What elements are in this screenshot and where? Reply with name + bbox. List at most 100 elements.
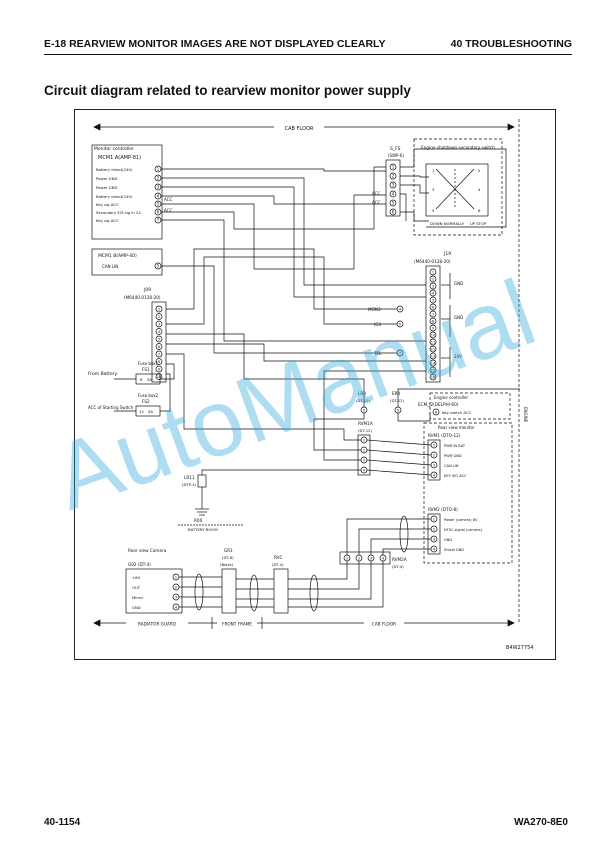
cab-floor-top-arrow: CAB FLOOR <box>93 123 515 132</box>
fuse-name: FS1 <box>142 367 150 372</box>
pin-number: 3 <box>433 463 436 468</box>
acc-switch-label: ACC of Starting Switch <box>88 405 134 410</box>
rvm2-pin-label: NTSC signal (camera) <box>444 528 483 532</box>
j19-gnd-label: GND <box>454 315 463 320</box>
pin-number: 3 <box>433 537 436 542</box>
mcm1b-block: MCM1 B(AMP-40) CAN LIN 5 <box>91 248 163 276</box>
pin-number: 6 <box>435 410 438 415</box>
rvm1-pin-label: PWR IN BAT <box>444 444 466 448</box>
pin-circle <box>429 366 437 374</box>
pin-number: 3 <box>370 556 373 561</box>
pin-number: 5 <box>397 408 400 413</box>
header-chapter-title: 40 TROUBLESHOOTING <box>450 38 572 50</box>
diagram-frame <box>74 109 556 660</box>
wiring <box>160 148 520 612</box>
switch-contact-number: 2 <box>478 168 481 173</box>
rvm2-pin-label: GND <box>444 538 452 542</box>
gr1-name: GR1 <box>224 548 233 553</box>
pin-circle <box>429 268 437 276</box>
engine-controller: Engine controller ECM_J2(DELPHI-60) 6 Ke… <box>418 392 511 420</box>
lr3-name: LR3 <box>358 391 366 396</box>
front-frame-label: FRONT FRAME <box>222 622 252 627</box>
pin-number: 4 <box>432 291 435 295</box>
lr11-r00-ground: LR11 (DTP-4) R00 BATTERY ROOM <box>178 474 244 532</box>
from-battery-label: From Battery <box>88 371 118 377</box>
rvm2a-name: RVM2A <box>392 557 407 562</box>
ecm-name: ECM_J2(DELPHI-60) <box>418 402 459 407</box>
pin-number: 6 <box>157 210 160 215</box>
mcm1a-block: Monitor controller MCM1 A(AMP-81) Batter… <box>91 144 172 240</box>
fuse-number: 6 <box>140 377 143 382</box>
camera-pin-label: Mirror <box>132 595 144 600</box>
model-code: WA270-8E0 <box>514 817 568 828</box>
pin-number: 4 <box>392 192 395 197</box>
rear-view-monitor: Rear view monitor RVM1 (DTO-12) 1 2 3 4 … <box>423 422 513 564</box>
pin-number: 1 <box>363 438 366 443</box>
pin-number: 3 <box>157 185 160 190</box>
switch-up-label: UP STOP <box>470 221 487 226</box>
mcm1a-pin-label: Battery direct(24V) <box>96 167 133 172</box>
fuse-box-label: Fuse box1 <box>138 361 159 366</box>
radiator-guard-label: RADIATOR GUARD <box>138 622 176 627</box>
mcm1a-pin-label: Key sig ACC <box>96 218 119 223</box>
pin-number: 14 <box>431 361 436 365</box>
rvm2a-sub: (DT-4) <box>392 564 404 569</box>
lr3-er4-connectors: LR3 (DT-12) 5 ER4 (DT-12) 5 <box>356 391 405 414</box>
switch-contact-number: 4 <box>478 187 481 192</box>
lr11-sub: (DTP-4) <box>182 482 197 487</box>
pin-circle <box>429 338 437 346</box>
gr1-sub: (DT-8) <box>222 555 234 560</box>
pin-number: 6 <box>392 210 395 215</box>
fuse-box-1: From Battery Fuse box1 FS1 6 5A <box>88 361 161 385</box>
pin-number: 5 <box>157 264 160 269</box>
rvm1a-connector: RVM1A (DT-12) 1 2 3 4 <box>357 421 373 476</box>
pin-circle <box>429 282 437 290</box>
engine-shutdown-switch: Engine shutdown secondary switch 1 2 3 4… <box>413 138 503 236</box>
pin-circle <box>155 350 163 358</box>
rvm-title: Rear view monitor <box>438 425 475 430</box>
pin-number: 4 <box>363 468 366 473</box>
rvm1-pin-label: PWR GND <box>444 454 462 458</box>
pin-number: 7 <box>399 351 402 356</box>
rvm2a-connector: 1 2 3 4 RVM2A (DT-4) <box>339 551 407 569</box>
camera-pin-label: GND <box>132 605 141 610</box>
pin-number: 5 <box>392 201 395 206</box>
pin-number: 16 <box>431 375 436 379</box>
mcm1b-name: MCM1 B(AMP-40) <box>98 253 137 259</box>
pin-number: 8 <box>432 319 435 323</box>
figure-id: B4W27754 <box>506 645 533 651</box>
er4-sub: (DT-12) <box>390 398 405 403</box>
rvm1-pin-label: KEY SIG ACC <box>444 474 467 478</box>
pin-circle <box>429 289 437 297</box>
pin-number: 1 <box>346 556 349 561</box>
fuse-box-2: ACC of Starting Switch Fuse box2 FS2 12 … <box>88 393 161 417</box>
rvm1-name: RVM1 (DTO-12) <box>428 433 461 438</box>
pin-number: 1 <box>158 307 160 311</box>
pin-number: 4 <box>175 605 178 610</box>
mcm1a-pin-label: Battery direct(24V) <box>96 194 133 199</box>
pin-number: 10 <box>157 375 162 379</box>
rvm1-pin-label: CAN LIN <box>444 464 459 468</box>
mcm1a-pin-label: Key sig ACC <box>96 202 119 207</box>
camera-pin-label: +8V <box>132 575 141 580</box>
pin-number: 1 <box>433 517 436 522</box>
pin-number: 3 <box>158 322 160 326</box>
mon3-label: MON3 <box>368 307 381 312</box>
pin-number: 7 <box>432 312 434 316</box>
pin-number: 5 <box>363 408 366 413</box>
switch-contact-number: 6 <box>478 208 481 213</box>
pin-circle <box>429 373 437 381</box>
pin-number: 2 <box>392 174 395 179</box>
pin-number: 15 <box>431 368 436 372</box>
pin-number: 9 <box>158 367 161 371</box>
pin-number: 2 <box>358 556 361 561</box>
pin-number: 4 <box>157 194 160 199</box>
pin-circle <box>429 331 437 339</box>
pin-circle <box>429 317 437 325</box>
rvm2-name: RVM2 (DTO-8) <box>428 507 458 512</box>
sfs-connector: S_FS (SWP-6) 1 2 3 4 5 6 ACC ACC <box>372 146 404 217</box>
pin-number: 12 <box>431 347 436 351</box>
rvm1a-sub: (DT-12) <box>358 428 373 433</box>
mcm1a-title: Monitor controller <box>94 146 134 152</box>
